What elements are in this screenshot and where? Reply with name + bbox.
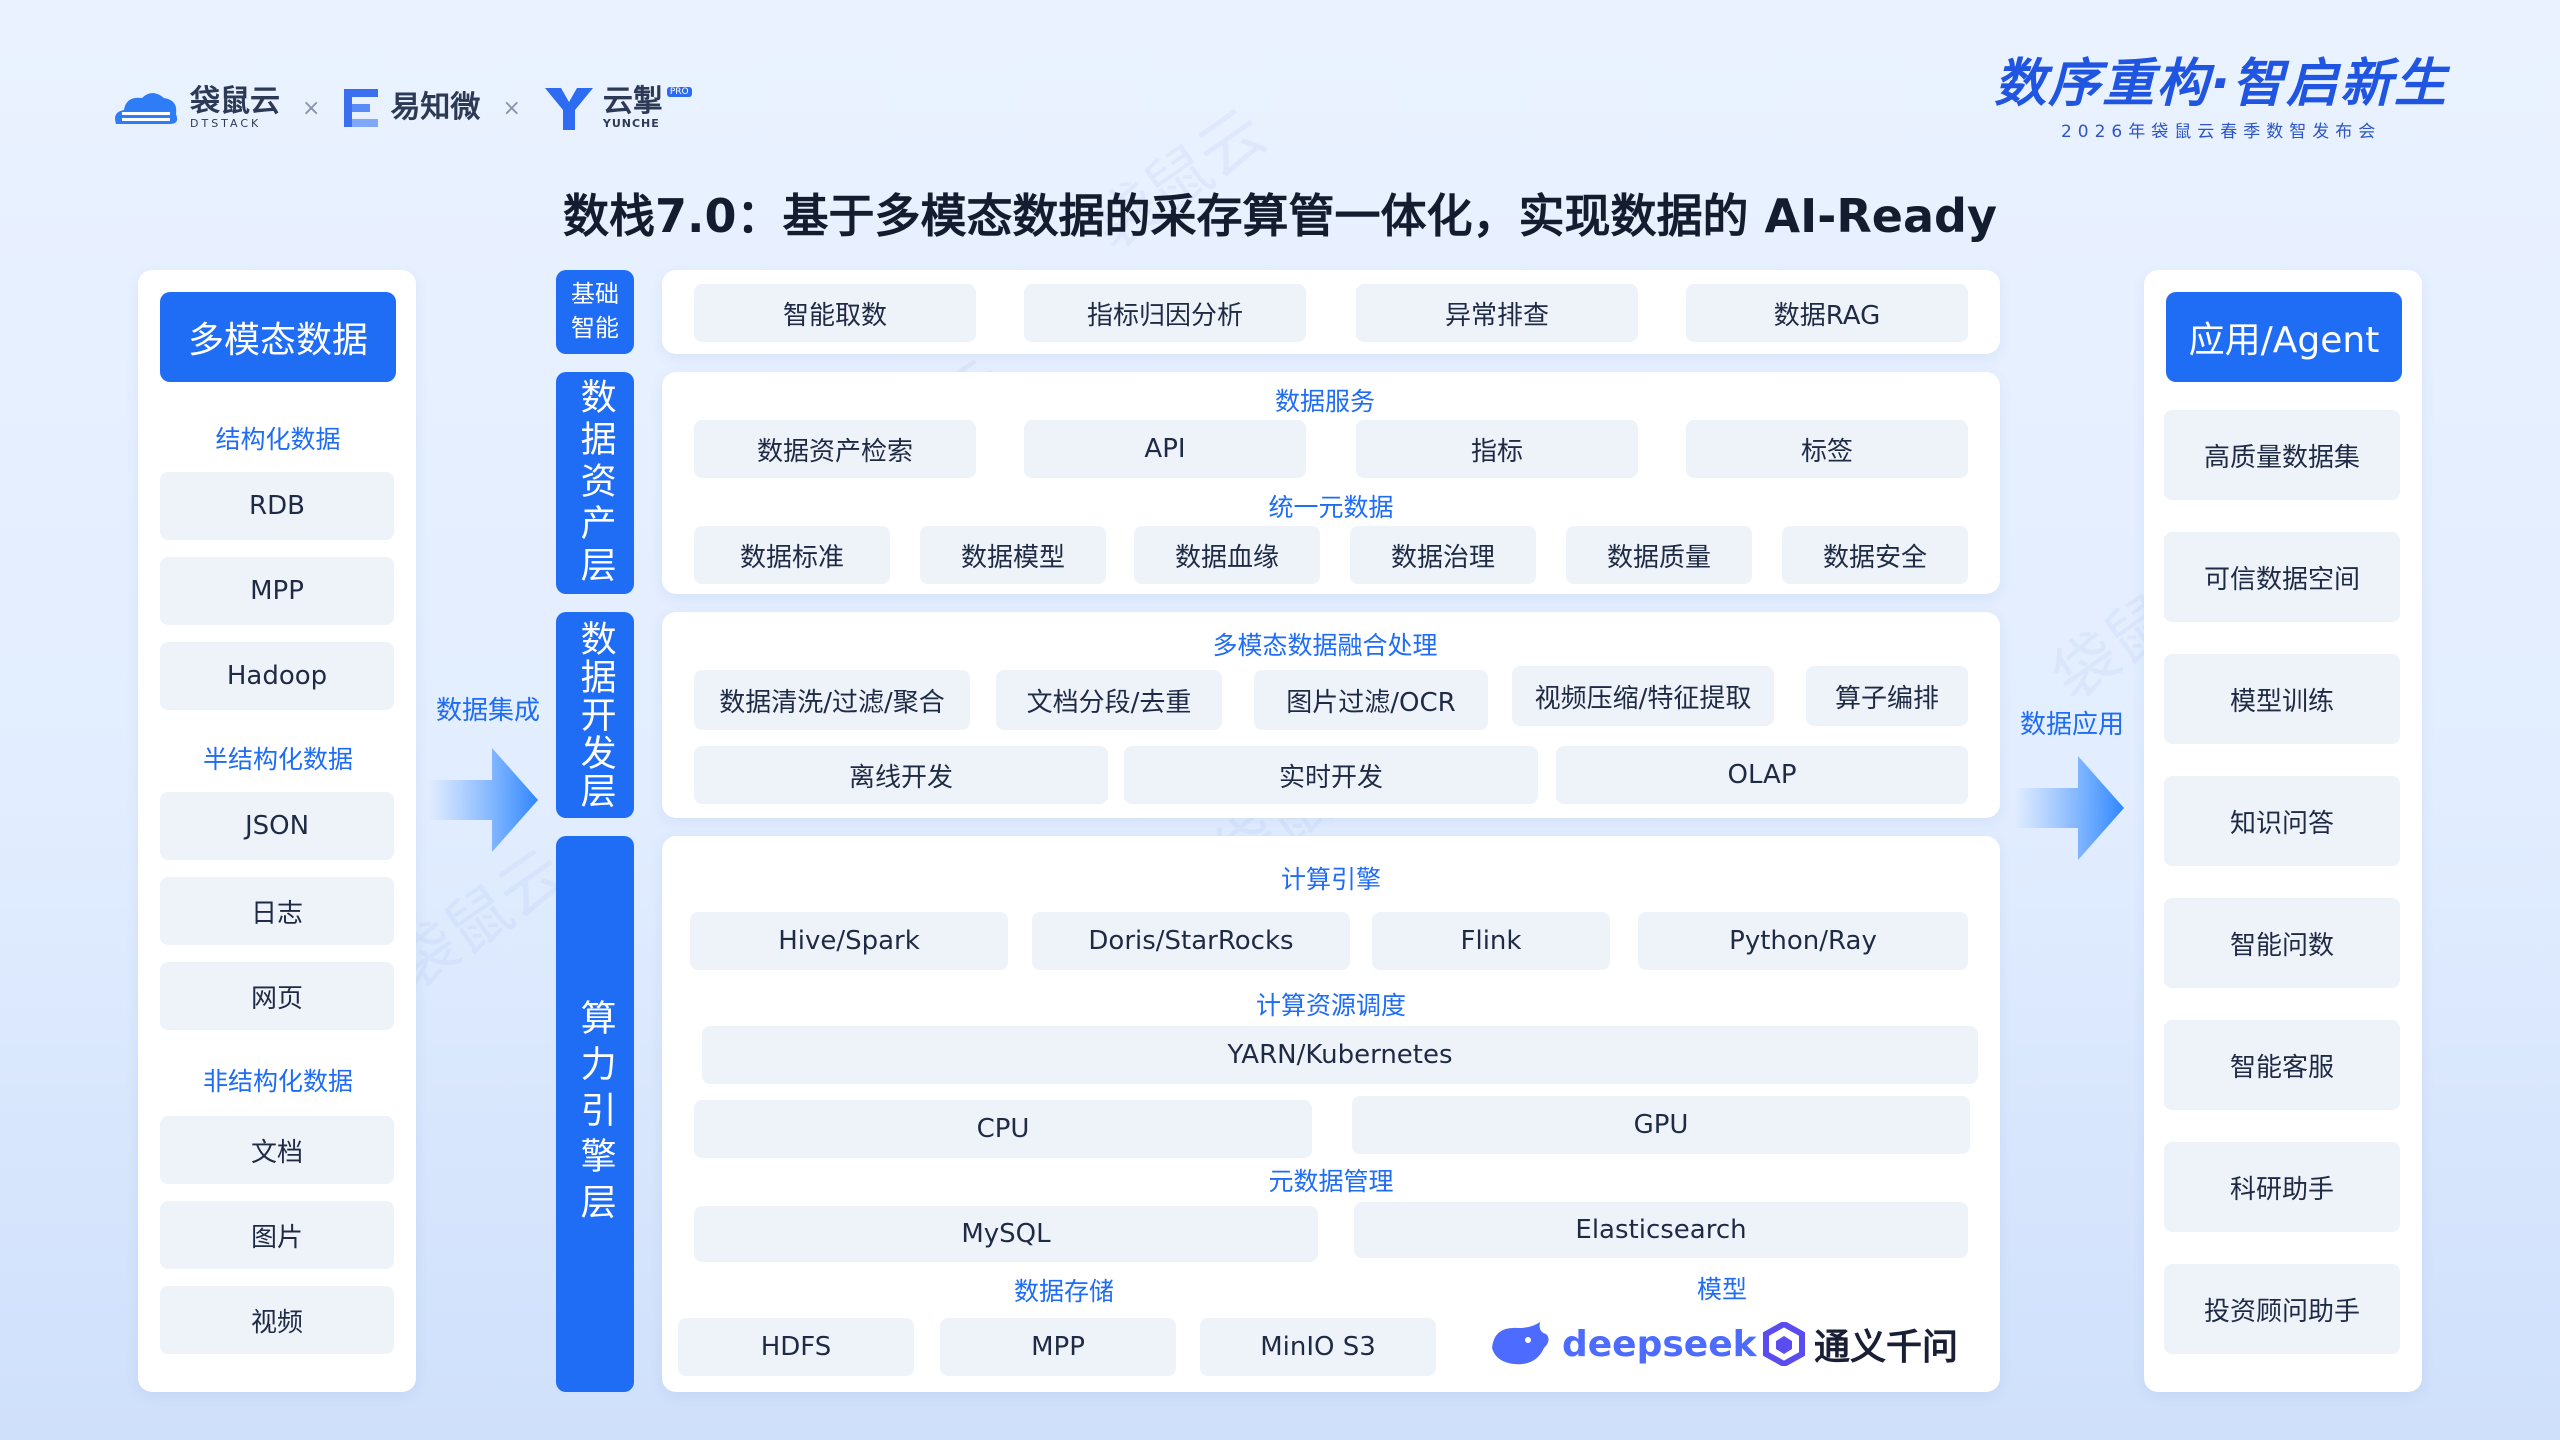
dev-operator-orchestration: 算子编排 <box>1806 666 1968 726</box>
dtstack-logo: 袋鼠云 DTSTACK <box>110 86 280 130</box>
dev-offline: 离线开发 <box>694 746 1108 804</box>
compute-engine-title: 计算引擎 <box>1280 865 1381 894</box>
app-investment-advisor: 投资顾问助手 <box>2164 1264 2400 1354</box>
qwen-logo: 通义千问 <box>1762 1312 1958 1376</box>
metadata-management-title: 元数据管理 <box>1268 1167 1394 1196</box>
app-high-quality-dataset: 高质量数据集 <box>2164 410 2400 500</box>
dev-cleaning: 数据清洗/过滤/聚合 <box>694 670 970 730</box>
scheduler-yarn-kubernetes: YARN/Kubernetes <box>702 1026 1978 1084</box>
partner-logos: 袋鼠云 DTSTACK × 易知微 × 云掣 PRO YUNCHE <box>110 80 692 136</box>
metadata-standard: 数据标准 <box>694 526 890 584</box>
metadata-elasticsearch: Elasticsearch <box>1354 1202 1968 1258</box>
data-source-mpp: MPP <box>160 557 394 625</box>
data-source-webpage: 网页 <box>160 962 394 1030</box>
yunche-badge: PRO <box>666 86 692 97</box>
capability-anomaly-check: 异常排查 <box>1356 284 1638 342</box>
dev-video-compression: 视频压缩/特征提取 <box>1512 666 1774 726</box>
unified-metadata-title: 统一元数据 <box>1268 493 1394 522</box>
app-knowledge-qa: 知识问答 <box>2164 776 2400 866</box>
dev-realtime: 实时开发 <box>1124 746 1538 804</box>
metadata-quality: 数据质量 <box>1566 526 1752 584</box>
multimodal-data-title: 多模态数据 <box>160 292 396 382</box>
flow-label-application: 数据应用 <box>2019 710 2124 740</box>
engine-doris-starrocks: Doris/StarRocks <box>1032 912 1350 970</box>
layer-label-basic-ai-line2: 智能 <box>571 314 619 342</box>
layer-label-data-asset: 数据资产层 <box>556 372 634 594</box>
capability-smart-query: 智能取数 <box>694 284 976 342</box>
page-title: 数栈7.0：基于多模态数据的采存算管一体化，实现数据的 AI-Ready <box>563 189 1997 243</box>
right-arrow-icon <box>428 748 538 852</box>
data-source-json: JSON <box>160 792 394 860</box>
capability-data-rag: 数据RAG <box>1686 284 1968 342</box>
data-source-log: 日志 <box>160 877 394 945</box>
yizhiwei-logo: 易知微 <box>342 87 480 129</box>
dev-doc-segmentation: 文档分段/去重 <box>996 670 1222 730</box>
yunche-sub: YUNCHE <box>602 116 660 130</box>
dev-image-ocr: 图片过滤/OCR <box>1254 670 1488 730</box>
app-trusted-data-space: 可信数据空间 <box>2164 532 2400 622</box>
app-model-training: 模型训练 <box>2164 654 2400 744</box>
dtstack-name: 袋鼠云 <box>190 83 280 119</box>
engine-flink: Flink <box>1372 912 1610 970</box>
data-service-tags: 标签 <box>1686 420 1968 478</box>
event-name: 2026年袋鼠云春季数智发布会 <box>2060 122 2382 143</box>
metadata-model: 数据模型 <box>920 526 1106 584</box>
deepseek-whale-icon <box>1492 1322 1549 1365</box>
layer-label-compute: 算力引擎层 <box>556 836 634 1392</box>
metadata-lineage: 数据血缘 <box>1134 526 1320 584</box>
resource-gpu: GPU <box>1352 1096 1970 1154</box>
group-label-semi-structured: 半结构化数据 <box>202 745 353 774</box>
yunche-y-icon <box>544 88 593 130</box>
application-agent-title: 应用/Agent <box>2166 292 2402 382</box>
deepseek-name: deepseek <box>1562 1323 1757 1365</box>
metadata-security: 数据安全 <box>1782 526 1968 584</box>
yizhiwei-name: 易知微 <box>390 90 481 125</box>
metadata-mysql: MySQL <box>694 1206 1318 1262</box>
resource-cpu: CPU <box>694 1100 1312 1158</box>
resource-scheduling-title: 计算资源调度 <box>1255 991 1406 1020</box>
dev-olap: OLAP <box>1556 746 1968 804</box>
multimodal-fusion-title: 多模态数据融合处理 <box>1212 631 1438 660</box>
yunche-logo: 云掣 PRO YUNCHE <box>543 84 692 132</box>
dtstack-sub: DTSTACK <box>190 116 262 130</box>
data-service-metrics: 指标 <box>1356 420 1638 478</box>
event-slogan: 数序重构·智启新生 2026年袋鼠云春季数智发布会 <box>1994 54 2448 143</box>
layer-label-data-dev: 数据开发层 <box>556 612 634 818</box>
data-storage-title: 数据存储 <box>1013 1277 1114 1306</box>
storage-hdfs: HDFS <box>678 1318 914 1376</box>
slogan-title: 数序重构·智启新生 <box>1994 54 2448 114</box>
flow-label-integration: 数据集成 <box>435 696 540 726</box>
qwen-name: 通义千问 <box>1814 1327 1959 1368</box>
deepseek-logo: deepseek <box>1488 1312 1757 1376</box>
engine-hive-spark: Hive/Spark <box>690 912 1008 970</box>
data-service-title: 数据服务 <box>1274 387 1375 416</box>
app-research-assistant: 科研助手 <box>2164 1142 2400 1232</box>
data-source-hadoop: Hadoop <box>160 642 394 710</box>
data-source-document: 文档 <box>160 1116 394 1184</box>
qwen-hexagon-icon <box>1763 1322 1805 1366</box>
group-label-unstructured: 非结构化数据 <box>202 1067 353 1096</box>
logo-separator: × <box>502 95 521 121</box>
data-service-asset-search: 数据资产检索 <box>694 420 976 478</box>
storage-mpp: MPP <box>940 1318 1176 1376</box>
data-source-video: 视频 <box>160 1286 394 1354</box>
capability-metric-attribution: 指标归因分析 <box>1024 284 1306 342</box>
app-smart-customer-service: 智能客服 <box>2164 1020 2400 1110</box>
layer-label-basic-ai: 基础 智能 <box>556 270 634 354</box>
yizhiwei-e-icon <box>344 89 379 127</box>
data-source-rdb: RDB <box>160 472 394 540</box>
logo-separator: × <box>302 95 321 121</box>
right-arrow-icon <box>2014 756 2124 860</box>
metadata-governance: 数据治理 <box>1350 526 1536 584</box>
data-service-api: API <box>1024 420 1306 478</box>
group-label-structured: 结构化数据 <box>215 425 341 454</box>
storage-minio-s3: MinIO S3 <box>1200 1318 1436 1376</box>
dtstack-cloud-icon <box>115 93 178 124</box>
engine-python-ray: Python/Ray <box>1638 912 1968 970</box>
app-smart-data-query: 智能问数 <box>2164 898 2400 988</box>
layer-label-basic-ai-line1: 基础 <box>571 280 619 309</box>
model-title: 模型 <box>1696 1275 1747 1304</box>
yunche-name: 云掣 <box>602 83 663 119</box>
data-source-image: 图片 <box>160 1201 394 1269</box>
